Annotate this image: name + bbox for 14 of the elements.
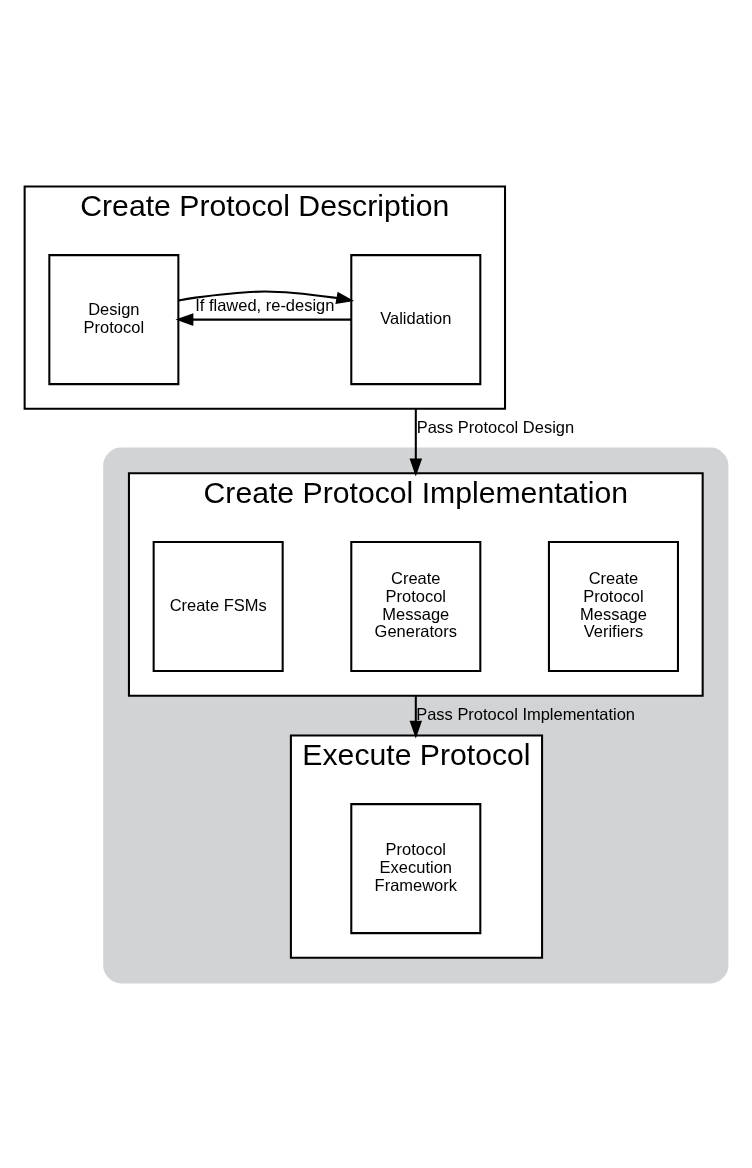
node-box: Validation [350, 253, 482, 385]
arrow [409, 695, 423, 739]
edge-label: Pass Protocol Implementation [416, 704, 635, 723]
edge-label: If flawed, re-design [195, 295, 335, 314]
node-box: Design Protocol [48, 253, 180, 385]
node-box: Protocol Execution Framework [350, 802, 482, 934]
node-box: Create Protocol Message Generators [350, 540, 482, 672]
node-box: Create Protocol Message Verifiers [547, 540, 679, 672]
edge-label: Pass Protocol Design [416, 417, 575, 436]
node-box: Create FSMs [152, 540, 284, 672]
arrow [409, 408, 423, 476]
arrow [175, 312, 352, 326]
cluster [103, 447, 729, 984]
arrow [178, 290, 355, 304]
